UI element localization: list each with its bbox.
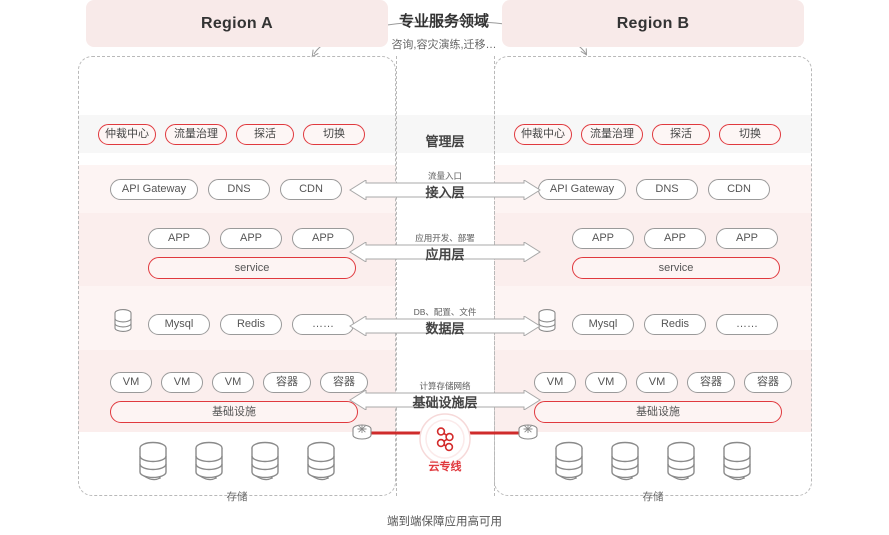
bar-service-b[interactable]: service	[572, 257, 780, 279]
pill-redis-a[interactable]: Redis	[220, 314, 282, 335]
mid-divider-left	[396, 56, 397, 496]
router-icon-a	[352, 424, 372, 440]
mid-sublabel-data-top: DB、配置、文件	[413, 307, 477, 317]
pill-health-check-a[interactable]: 探活	[236, 124, 294, 145]
pill-switchover-a[interactable]: 切换	[303, 124, 365, 145]
bar-infrastructure-b[interactable]: 基础设施	[534, 401, 782, 423]
pill-mysql-a[interactable]: Mysql	[148, 314, 210, 335]
footer-caption: 端到端保障应用高可用	[387, 516, 502, 528]
pill-container-a1[interactable]: 容器	[263, 372, 311, 393]
router-icon-b	[518, 424, 538, 440]
storage-row-b	[550, 440, 756, 486]
app-row-left: APP APP APP	[148, 228, 354, 249]
data-row-right: Mysql Redis ……	[572, 314, 778, 335]
direct-connect-label: 云专线	[428, 461, 462, 473]
cloud-direct-connect-icon[interactable]	[419, 413, 471, 465]
bar-service-a[interactable]: service	[148, 257, 356, 279]
region-a-frame	[78, 56, 396, 496]
pill-traffic-governance-a[interactable]: 流量治理	[165, 124, 227, 145]
pill-app-a2[interactable]: APP	[220, 228, 282, 249]
mid-label-application-top: 应用层	[425, 247, 465, 262]
pill-cdn-a[interactable]: CDN	[280, 179, 342, 200]
pill-container-b2[interactable]: 容器	[744, 372, 792, 393]
top-subtitle: 咨询,容灾演练,迁移…	[391, 39, 497, 51]
pill-app-a3[interactable]: APP	[292, 228, 354, 249]
region-a-header: Region A	[86, 0, 388, 47]
pill-arbitration-center-a[interactable]: 仲裁中心	[98, 124, 156, 145]
mid-sublabel-application: 应用开发、部署	[415, 233, 475, 243]
mid-sublabel-data: DB、配置、文件	[413, 307, 477, 317]
storage-cylinder-a2	[195, 441, 223, 481]
pill-vm-a2[interactable]: VM	[161, 372, 203, 393]
storage-cylinder-b4	[723, 441, 751, 481]
database-icon-a	[114, 309, 132, 332]
pill-other-b[interactable]: ……	[716, 314, 778, 335]
region-b-header: Region B	[502, 0, 804, 47]
arrow-application	[349, 242, 541, 262]
pill-switchover-b[interactable]: 切换	[719, 124, 781, 145]
pill-mysql-b[interactable]: Mysql	[572, 314, 634, 335]
access-row-right: API Gateway DNS CDN	[538, 179, 770, 200]
mid-label-infrastructure-top: 基础设施层	[412, 395, 478, 410]
bar-infrastructure-a[interactable]: 基础设施	[110, 401, 358, 423]
storage-label-a: 存储	[226, 491, 248, 503]
storage-label-b: 存储	[642, 491, 664, 503]
pill-app-b3[interactable]: APP	[716, 228, 778, 249]
access-row-left: API Gateway DNS CDN	[110, 179, 342, 200]
pill-cdn-b[interactable]: CDN	[708, 179, 770, 200]
infra-row-left: VM VM VM 容器 容器	[110, 372, 368, 393]
pill-vm-b1[interactable]: VM	[534, 372, 576, 393]
storage-cylinder-a1	[139, 441, 167, 481]
storage-cylinder-b1	[555, 441, 583, 481]
pill-dns-a[interactable]: DNS	[208, 179, 270, 200]
region-a-title: Region A	[200, 14, 274, 32]
pill-vm-a1[interactable]: VM	[110, 372, 152, 393]
mid-sublabel-infrastructure-top: 计算存储网络	[419, 381, 471, 391]
storage-cylinder-a3	[251, 441, 279, 481]
storage-cylinder-b3	[667, 441, 695, 481]
pill-app-a1[interactable]: APP	[148, 228, 210, 249]
pill-app-b2[interactable]: APP	[644, 228, 706, 249]
infra-row-right: VM VM VM 容器 容器	[534, 372, 792, 393]
arrow-data	[349, 316, 541, 336]
pill-redis-b[interactable]: Redis	[644, 314, 706, 335]
mid-divider-right	[494, 56, 495, 496]
pill-app-b1[interactable]: APP	[572, 228, 634, 249]
pill-dns-b[interactable]: DNS	[636, 179, 698, 200]
storage-cylinder-a4	[307, 441, 335, 481]
pill-other-a[interactable]: ……	[292, 314, 354, 335]
mid-label-management: 管理层	[425, 134, 465, 149]
pill-api-gateway-b[interactable]: API Gateway	[538, 179, 626, 200]
mid-sublabel-access-top: 流量入口	[427, 171, 462, 181]
pill-container-b1[interactable]: 容器	[687, 372, 735, 393]
pill-traffic-governance-b[interactable]: 流量治理	[581, 124, 643, 145]
mid-sublabel-infrastructure: 计算存储网络	[419, 381, 471, 391]
app-row-right: APP APP APP	[572, 228, 778, 249]
data-row-left: Mysql Redis ……	[148, 314, 354, 335]
region-b-title: Region B	[616, 14, 690, 32]
mgmt-row-left: 仲裁中心 流量治理 探活 切换	[98, 124, 365, 145]
mid-sublabel-access: 流量入口	[427, 171, 462, 181]
database-icon-b	[538, 309, 556, 332]
pill-vm-a3[interactable]: VM	[212, 372, 254, 393]
pill-container-a2[interactable]: 容器	[320, 372, 368, 393]
mgmt-row-right: 仲裁中心 流量治理 探活 切换	[514, 124, 781, 145]
pill-vm-b3[interactable]: VM	[636, 372, 678, 393]
top-title: 专业服务领域	[398, 13, 490, 30]
mid-label-data-top: 数据层	[425, 321, 465, 336]
arrow-infrastructure	[349, 390, 541, 410]
pill-api-gateway-a[interactable]: API Gateway	[110, 179, 198, 200]
arrow-access	[349, 180, 541, 200]
mid-label-access-top: 接入层	[425, 185, 465, 200]
pill-health-check-b[interactable]: 探活	[652, 124, 710, 145]
storage-cylinder-b2	[611, 441, 639, 481]
pill-arbitration-center-b[interactable]: 仲裁中心	[514, 124, 572, 145]
mid-sublabel-application-top: 应用开发、部署	[415, 233, 475, 243]
storage-row-a	[134, 440, 340, 486]
pill-vm-b2[interactable]: VM	[585, 372, 627, 393]
